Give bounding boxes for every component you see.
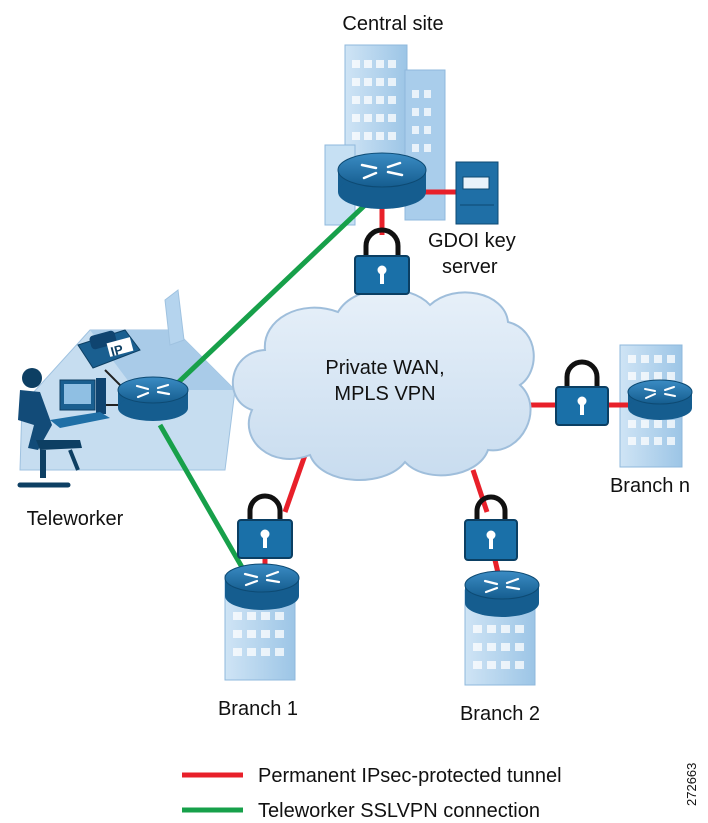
branch-2-padlock-icon — [464, 494, 518, 561]
figure-id-label: 272663 — [684, 763, 699, 806]
gdoi-server-icon — [455, 161, 499, 225]
legend: Permanent IPsec-protected tunnel Telewor… — [182, 765, 562, 822]
legend-sslvpn-label: Teleworker SSLVPN connection — [258, 800, 540, 822]
ipsec-line-wan-to-branch1-lock — [282, 454, 308, 513]
branch-1-label: Branch 1 — [218, 698, 298, 720]
central-site-label: Central site — [342, 13, 443, 35]
branch-1-router-icon — [224, 563, 300, 610]
computer-icon — [50, 378, 110, 428]
ip-phone-icon: IP — [77, 329, 141, 369]
wan-label-line1: Private WAN, — [325, 357, 444, 379]
branch-2-router-icon — [464, 570, 540, 617]
teleworker-router-icon — [117, 376, 189, 421]
teleworker-person-icon — [17, 368, 82, 488]
sslvpn-line-teleworker-to-central — [163, 203, 367, 397]
gdoi-label-line2: server — [442, 256, 498, 278]
branch-n-padlock-icon — [555, 359, 609, 426]
wan-label-line2: MPLS VPN — [334, 383, 435, 405]
ipsec-line-wan-to-branch2-lock — [470, 469, 490, 513]
legend-ipsec-label: Permanent IPsec-protected tunnel — [258, 765, 562, 787]
branch-n-router-icon — [627, 379, 693, 420]
branch-1-padlock-icon — [237, 493, 293, 559]
teleworker-label: Teleworker — [27, 508, 124, 530]
branch-2-label: Branch 2 — [460, 703, 540, 725]
central-router-icon — [337, 152, 427, 209]
gdoi-label-line1: GDOI key — [428, 230, 516, 252]
ip-phone-label: IP — [109, 341, 125, 359]
central-padlock-icon — [354, 227, 410, 295]
branch-n-label: Branch n — [610, 475, 690, 497]
